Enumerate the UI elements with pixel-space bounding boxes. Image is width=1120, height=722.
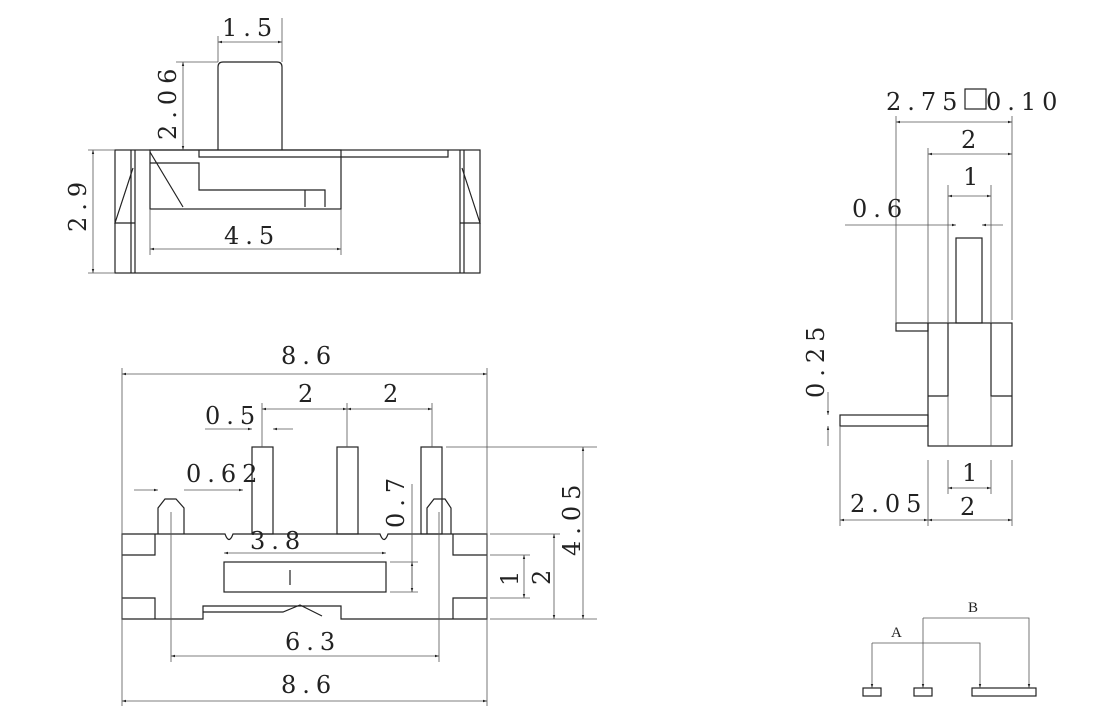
dim-overall-width-top: 8.6 [281,342,337,370]
dim-slot-width: 3.8 [250,527,306,555]
tolerance-box [964,88,987,110]
post-right [426,498,452,534]
side-view: 2.75 0.10 2 1 0.6 0.25 2.05 2 1 [802,88,1063,526]
actuator-side [955,237,983,324]
post-left [157,498,185,534]
top-tab [895,322,929,332]
pad-1 [862,687,882,697]
dim-actuator-width-bottom: 1 [962,459,983,487]
front-view: 8.6 2 2 0.5 0.62 0.7 3.8 6.3 8.6 4.05 2 … [121,342,597,706]
circuit-schematic: A B [862,600,1037,697]
dim-actuator-thickness: 0.6 [852,195,908,223]
dim-overall-depth: 2.75 [886,88,963,116]
label-b: B [968,600,978,616]
dim-actuator-width-side: 1 [963,163,984,191]
dim-post-spacing: 6.3 [285,628,341,656]
dim-body-height-front: 2 [528,564,556,585]
dim-actuator-width: 1.5 [222,14,278,42]
dim-overall-width-bottom: 8.6 [281,671,337,699]
dim-lead-thickness: 0.25 [802,321,830,398]
label-a: A [891,625,902,641]
dim-pin-length: 0.7 [382,472,410,528]
slider [149,149,342,210]
dim-slider-travel: 4.5 [224,222,280,250]
dim-pin-width: 0.5 [205,402,261,430]
dim-pin-pitch-1: 2 [298,380,319,408]
dim-tolerance: 0.10 [986,88,1063,116]
dim-actuator-height: 2.06 [154,63,182,140]
dim-body-depth-bottom: 2 [960,493,981,521]
actuator [217,61,283,150]
pin-2 [336,446,359,535]
pin-3 [420,446,443,535]
switch-body-front [121,533,488,620]
dim-slot-height: 1 [496,565,524,586]
dim-post-width: 0.62 [186,460,263,488]
top-view: 1.5 2.06 2.9 4.5 [64,14,481,274]
dim-body-height: 2.9 [64,176,92,232]
dim-lead-extension: 2.05 [850,490,927,518]
dim-body-depth-top: 2 [961,126,982,154]
dim-pin-pitch-2: 2 [383,380,404,408]
pad-2 [913,687,933,697]
lead [839,414,929,427]
pin-1 [251,446,274,535]
dim-total-height: 4.05 [558,479,586,556]
switch-body-side [927,322,1013,447]
slot [223,561,387,593]
pad-3 [971,687,1037,697]
switch-body [114,149,481,274]
